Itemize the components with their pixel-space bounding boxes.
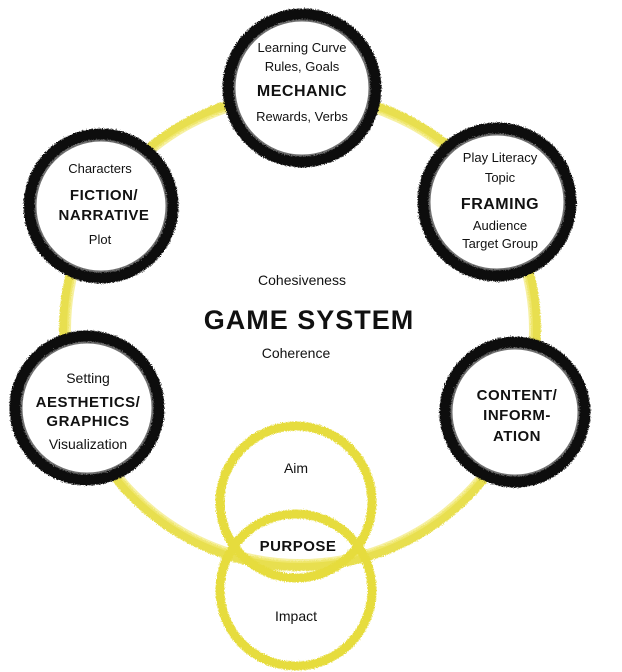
center-bottom-text: Coherence — [262, 345, 331, 361]
aesthetics-line2: Visualization — [49, 436, 127, 452]
fiction-line2: Plot — [89, 232, 112, 247]
framing-line3: Audience — [473, 218, 527, 233]
center-label: Cohesiveness GAME SYSTEM Coherence — [204, 272, 415, 361]
framing-title: FRAMING — [461, 196, 539, 213]
aesthetics-title1: AESTHETICS/ — [36, 394, 141, 411]
mechanic-line2: Rules, Goals — [265, 59, 340, 74]
framing-line4: Target Group — [462, 236, 538, 251]
aesthetics-title2: GRAPHICS — [46, 413, 129, 430]
content-title2: INFORM- — [483, 407, 551, 424]
node-fiction: Characters FICTION/ NARRATIVE Plot — [23, 128, 179, 284]
fiction-title1: FICTION/ — [70, 187, 138, 204]
fiction-title2: NARRATIVE — [59, 207, 150, 224]
node-aesthetics: Setting AESTHETICS/ GRAPHICS Visualizati… — [9, 330, 165, 486]
node-mechanic: Learning Curve Rules, Goals MECHANIC Rew… — [222, 8, 382, 168]
framing-line1: Play Literacy — [463, 150, 538, 165]
fiction-line1: Characters — [68, 161, 132, 176]
mechanic-title: MECHANIC — [257, 83, 347, 100]
purpose-bottom-text: Impact — [275, 608, 317, 624]
content-title1: CONTENT/ — [477, 387, 558, 404]
purpose-title: PURPOSE — [260, 538, 337, 555]
center-top-text: Cohesiveness — [258, 272, 346, 288]
content-title3: ATION — [493, 428, 541, 445]
purpose-top-text: Aim — [284, 460, 308, 476]
node-framing: Play Literacy Topic FRAMING Audience Tar… — [417, 122, 577, 282]
purpose-rings — [215, 421, 377, 671]
mechanic-line1: Learning Curve — [258, 40, 347, 55]
framing-line2: Topic — [485, 170, 516, 185]
mechanic-line3: Rewards, Verbs — [256, 109, 348, 124]
node-purpose: Aim PURPOSE Impact — [260, 460, 337, 624]
center-title: GAME SYSTEM — [204, 305, 415, 335]
aesthetics-line1: Setting — [66, 370, 110, 386]
node-content: CONTENT/ INFORM- ATION — [439, 336, 591, 488]
